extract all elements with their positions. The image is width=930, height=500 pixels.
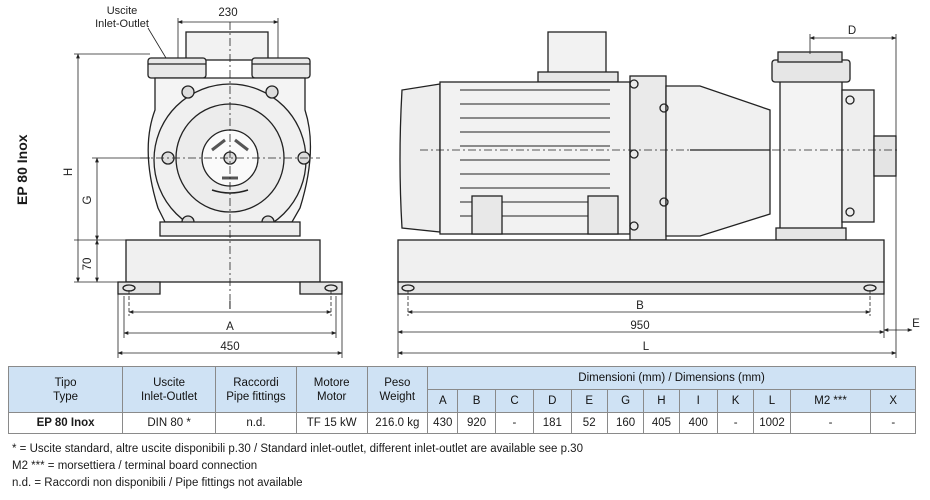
- footnote: n.d. = Raccordi non disponibili / Pipe f…: [12, 477, 303, 489]
- dim-col-header: G: [606, 389, 645, 413]
- dim-l-label: L: [643, 341, 650, 353]
- dim-col-header: L: [753, 389, 791, 413]
- dim-450-label: 450: [220, 341, 239, 353]
- cell-dim: 181: [533, 412, 572, 434]
- cell-dim: 52: [570, 412, 608, 434]
- footnote: M2 *** = morsettiera / terminal board co…: [12, 460, 258, 472]
- cell-peso: 216.0 kg: [366, 412, 429, 434]
- front-view: [117, 22, 343, 300]
- cell-tipo: EP 80 Inox: [7, 412, 124, 434]
- dim-col-header: E: [570, 389, 608, 413]
- cell-motore: TF 15 kW: [295, 412, 368, 434]
- dim-col-header: D: [533, 389, 572, 413]
- cell-dim: -: [494, 412, 535, 434]
- dim-h-label: H: [63, 168, 75, 176]
- dim-col-header: H: [643, 389, 680, 413]
- cell-dim: -: [870, 412, 916, 434]
- footnote: * = Uscite standard, altre uscite dispon…: [12, 443, 583, 455]
- cell-dim: 430: [427, 412, 459, 434]
- cell-dim: 400: [678, 412, 718, 434]
- dim-col-header: C: [494, 389, 535, 413]
- cell-dim: -: [789, 412, 872, 434]
- dim-230-label: 230: [218, 7, 237, 19]
- cell-dim: 160: [606, 412, 645, 434]
- dim-b-label: B: [636, 300, 644, 312]
- dim-950-label: 950: [630, 320, 649, 332]
- side-view: [397, 31, 900, 295]
- cell-uscite: DIN 80 *: [122, 412, 217, 434]
- cell-raccordi: n.d.: [215, 412, 297, 434]
- footnotes: * = Uscite standard, altre uscite dispon…: [12, 441, 583, 492]
- cell-dim: 920: [457, 412, 496, 434]
- dim-g-label: G: [82, 195, 94, 204]
- dim-col-header: M2 ***: [789, 389, 872, 413]
- dim-col-header: X: [870, 389, 916, 413]
- dim-col-header: A: [427, 389, 459, 413]
- dim-col-header: B: [457, 389, 496, 413]
- dim-a-label: A: [226, 321, 234, 333]
- cell-dim: 1002: [753, 412, 791, 434]
- dim-70-label: 70: [82, 258, 94, 271]
- dim-col-header: K: [716, 389, 755, 413]
- dim-e-label: E: [912, 318, 920, 330]
- dim-d-label: D: [848, 25, 856, 37]
- table-row: EP 80 Inox DIN 80 * n.d. TF 15 kW 216.0 …: [7, 412, 916, 434]
- cell-dim: -: [716, 412, 755, 434]
- dim-i-label: I: [228, 300, 231, 312]
- header-dimensioni: Dimensioni (mm) / Dimensions (mm): [427, 366, 916, 390]
- cell-dim: 405: [643, 412, 680, 434]
- dim-col-header: I: [678, 389, 718, 413]
